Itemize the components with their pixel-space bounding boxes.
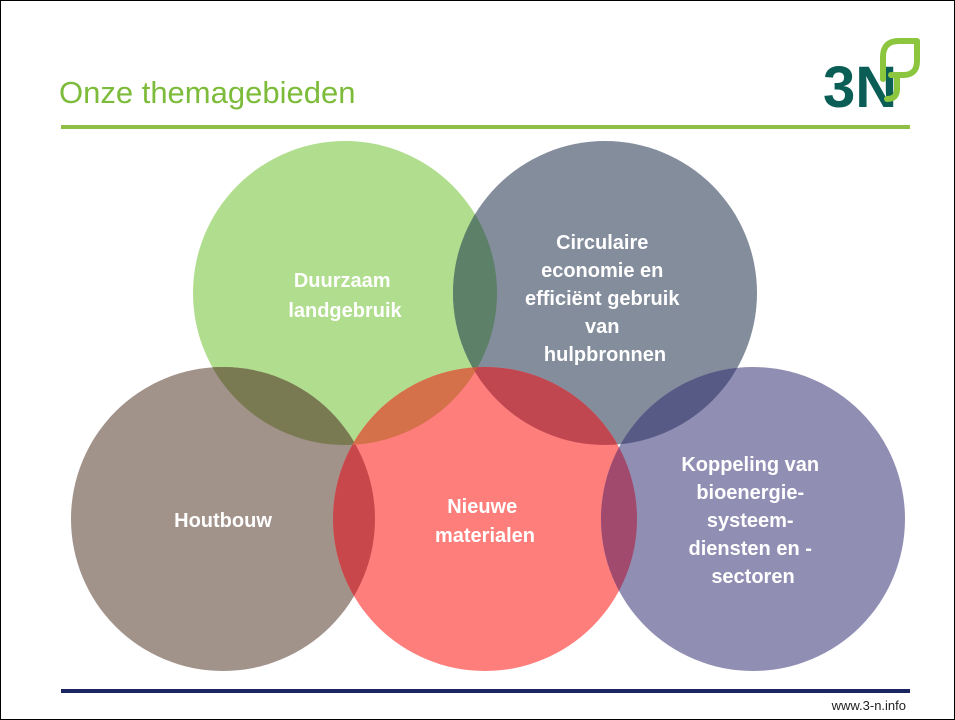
footer-url: www.3-n.info [831,698,906,713]
label-houtbouw: Houtbouw [174,510,272,532]
circle-koppeling [601,367,905,671]
circle-circulaire-economie [453,141,757,445]
label-circulaire-economie: Circulaire economie en efficiënt gebruik… [525,232,685,366]
circle-houtbouw [71,367,375,671]
label-nieuwe-materialen: Nieuwe materialen [435,496,535,547]
title-divider [61,125,910,129]
3n-logo: 3N [821,27,921,120]
circle-duurzaam-landgebruik [193,141,497,445]
footer-divider [61,689,910,693]
slide-title: Onze themagebieden [59,75,356,110]
logo-leaf-icon [880,38,920,102]
circle-nieuwe-materialen [333,367,637,671]
label-koppeling: Koppeling van bioenergie- systeem- diens… [681,454,824,588]
label-duurzaam-landgebruik: Duurzaam landgebruik [288,270,402,322]
